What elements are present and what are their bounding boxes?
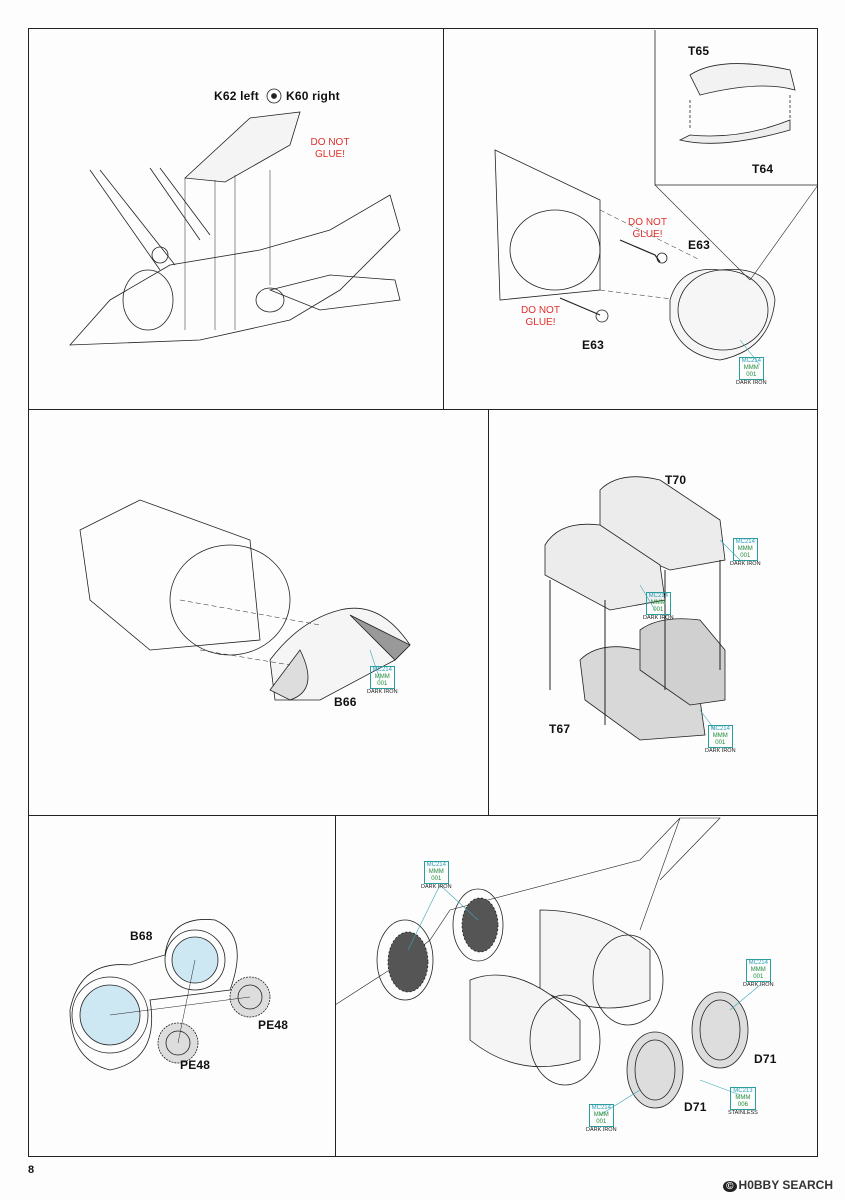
step5-wheel-drawing bbox=[69, 919, 271, 1071]
watermark-text: H0BBY SEARCH bbox=[738, 1178, 833, 1192]
step2-exhaust-drawing bbox=[494, 30, 819, 361]
step2-part-e63-bottom: E63 bbox=[582, 338, 604, 352]
step1-header-left: K62 left bbox=[214, 89, 259, 103]
step5-part-pe48-bottom: PE48 bbox=[180, 1058, 211, 1072]
step5-part-pe48-right: PE48 bbox=[258, 1018, 289, 1032]
step6-wheels-and-rings-drawing bbox=[334, 817, 749, 1109]
step5-part-b68: B68 bbox=[130, 929, 153, 943]
step-panel-6 bbox=[335, 815, 818, 1157]
paint-leader-lines bbox=[369, 339, 761, 1116]
step2-part-e63-top: E63 bbox=[688, 238, 710, 252]
step3-part-b66: B66 bbox=[334, 695, 357, 709]
step6-part-d71-bottom: D71 bbox=[684, 1100, 707, 1114]
step2-inset-top-part: T65 bbox=[688, 44, 710, 58]
step3-nozzle-drawing bbox=[79, 499, 411, 701]
page-number: 8 bbox=[28, 1164, 35, 1176]
watermark: ©H0BBY SEARCH bbox=[723, 1178, 835, 1192]
step2-do-not-glue-top: DO NOT GLUE! bbox=[628, 217, 667, 240]
step1-airframe-drawing bbox=[69, 88, 401, 346]
step1-header-right: K60 right bbox=[286, 89, 340, 103]
step2-inset-bottom-part: T64 bbox=[752, 162, 774, 176]
step4-jetpipe-drawing bbox=[544, 476, 726, 741]
step2-do-not-glue-bottom: DO NOT GLUE! bbox=[521, 305, 560, 328]
step4-part-t70: T70 bbox=[665, 473, 687, 487]
step6-part-d71-right: D71 bbox=[754, 1052, 777, 1066]
step4-part-t67: T67 bbox=[549, 722, 571, 736]
step1-do-not-glue-note: DO NOT GLUE! bbox=[310, 137, 350, 160]
hobby-search-logo-icon: © bbox=[723, 1181, 737, 1192]
